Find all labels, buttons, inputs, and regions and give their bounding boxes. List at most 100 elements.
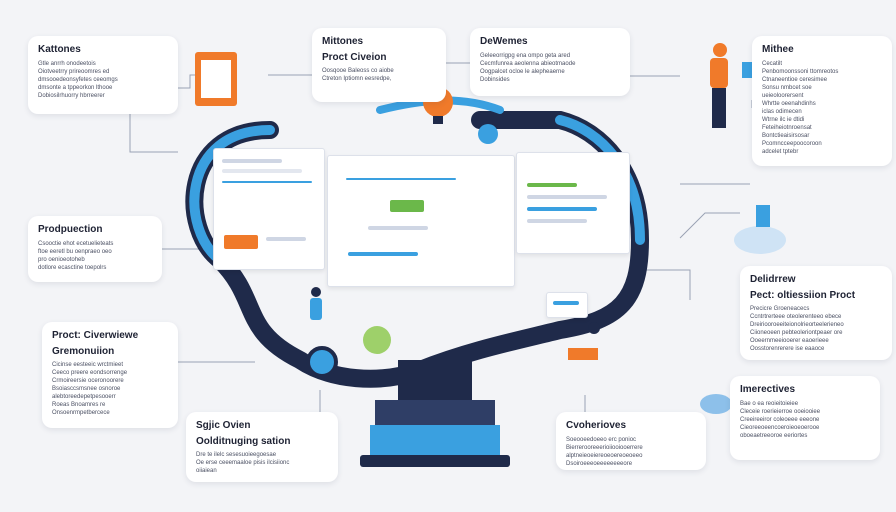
card-static-overview: Sgjic Ovien Oolditnuging sation Dre te i… bbox=[186, 412, 338, 482]
document-page bbox=[201, 60, 231, 98]
card-line: oboeaetreeoroe eeriortes bbox=[740, 432, 808, 439]
pipeline-blue-segment bbox=[189, 125, 275, 265]
card-milestones: Mittones Proct Civeion Oosqooe Baleoss c… bbox=[312, 28, 446, 102]
card-line: Ooeernmeeiooerer eaoerieee bbox=[750, 338, 829, 344]
dashboard-screen-center bbox=[327, 155, 515, 287]
card-line: Gtle anrrh onodeetois bbox=[38, 60, 96, 67]
card-line: ueieoloorersent bbox=[762, 92, 804, 99]
card-interactives: Imerectives Bae o ea reoieitoieiee Clece… bbox=[730, 376, 880, 460]
stand-base bbox=[360, 455, 510, 467]
small-screen bbox=[546, 292, 588, 318]
connector-diagonal bbox=[679, 212, 740, 239]
card-line: Bsoiasccsmsnee osnoroe bbox=[52, 386, 121, 392]
card-line: iclas odimecen bbox=[762, 108, 802, 115]
card-line: Dobiosilrhuorry hbrreerer bbox=[38, 92, 105, 99]
card-line: Oosqooe Baleoss co aiobe bbox=[322, 68, 394, 74]
card-line: Dobinsides bbox=[480, 76, 510, 83]
card-line: Onsoenrmpetbercece bbox=[52, 410, 110, 416]
person-icon-3 bbox=[588, 322, 600, 334]
card-line: adcelet tptebr bbox=[762, 148, 799, 155]
card-line: Soeooeedoeeo erc ponioc bbox=[566, 436, 637, 443]
person-icon-2 bbox=[311, 287, 321, 297]
card-line: Oosstorenrerere ise eaaoce bbox=[750, 346, 825, 352]
card-overview: Proct: Civerwiewe Gremonuiion Cicinse ee… bbox=[42, 322, 178, 428]
card-line: dmsooedeonsyfetes ceeomgs bbox=[38, 76, 118, 83]
person-legs bbox=[712, 88, 726, 128]
card-title: Delidrrew bbox=[750, 274, 796, 285]
card-title: Cvoherioves bbox=[566, 420, 627, 431]
card-title: Sgjic Ovien bbox=[196, 420, 251, 431]
card-dewemes: DeWemes Geleeorrigpg ena ompo geta ared … bbox=[470, 28, 630, 96]
card-line: Crmoireersie oceronoorere bbox=[52, 378, 124, 384]
magnifier-icon bbox=[306, 346, 338, 378]
card-line: Geleeorrigpg ena ompo geta ared bbox=[480, 52, 571, 59]
card-line: Bontctieaisirsosar bbox=[762, 132, 810, 139]
card-line: Cleceie roerieierroe ooeiooiee bbox=[740, 408, 821, 415]
dashboard-screen-left bbox=[213, 148, 325, 270]
connector-deliverables bbox=[640, 269, 691, 300]
card-line: Penbomoonssoni ttomreotos bbox=[762, 68, 839, 75]
server-icon bbox=[756, 205, 770, 227]
card-line: Sonsu nmbcet soe bbox=[762, 84, 812, 91]
card-line: alptneieoeiereoeoereoeoeeo bbox=[566, 452, 643, 459]
card-subtitle: Proct Civeion bbox=[322, 51, 387, 63]
card-line: Precicre Groeneacecs bbox=[750, 306, 810, 312]
card-production: Prodpuection Csooctie ehot ecetuelieteat… bbox=[28, 216, 162, 282]
card-line: Dre te ilelc sesesuoieegoesae bbox=[196, 452, 277, 458]
card-line: Cecmfunrea aeolenna abieotmaode bbox=[480, 60, 576, 67]
card-line: Bae o ea reoieitoieiee bbox=[740, 400, 799, 407]
card-line: Pcomncceepoocoroon bbox=[762, 140, 822, 147]
card-line: Creeireeiror coleoeee eeeone bbox=[740, 416, 820, 423]
card-mithee: Mithee Cecatilt Penbomoonssoni ttomreoto… bbox=[752, 36, 892, 166]
card-title: DeWemes bbox=[480, 36, 528, 47]
card-line: Cieoreeoeencoeroieoeoerooe bbox=[740, 424, 820, 431]
card-title: Kattones bbox=[38, 44, 81, 55]
card-subtitle: Gremonuiion bbox=[52, 345, 115, 357]
card-subtitle: Oolditnuging sation bbox=[196, 435, 291, 447]
card-subtitle: Pect: oltiessiion Proct bbox=[750, 289, 856, 301]
card-line: Bierrerooreeerioiiooiooerrere bbox=[566, 444, 643, 451]
cloud-icon-2 bbox=[700, 394, 732, 414]
card-line: dotlore ecasctine toepolrs bbox=[38, 264, 107, 271]
green-orb-icon bbox=[363, 326, 391, 354]
person-body-2 bbox=[310, 298, 322, 320]
card-deliverables: Delidrrew Pect: oltiessiion Proct Precic… bbox=[740, 266, 892, 360]
card-line: ftoe eeretl bu oenpraeo oeo bbox=[38, 248, 112, 255]
connector-kattones-down bbox=[129, 100, 178, 153]
card-line: Roeas Bnoamres re bbox=[52, 402, 106, 408]
card-line: Ccntrtrerteee oteolerenteeo ebece bbox=[750, 314, 842, 320]
card-title: Mittones bbox=[322, 36, 364, 47]
card-line: Cicinse eesteeic wrctmieet bbox=[52, 362, 124, 368]
card-title: Prodpuection bbox=[38, 224, 103, 235]
card-line: oiiaiean bbox=[196, 468, 217, 474]
stand-highlight bbox=[370, 425, 500, 455]
dashboard-screen-right bbox=[516, 152, 630, 254]
stand-neck bbox=[398, 360, 472, 400]
lightbulb-base bbox=[433, 116, 443, 124]
card-cwerieves: Cvoherioves Soeooeedoeeo erc ponioc Bier… bbox=[556, 412, 706, 470]
card-line: Oe erse ceeemaaloe pisis ilcisiionc bbox=[196, 460, 290, 466]
card-line: Dsoiroeeeoeeeeeeeeore bbox=[566, 460, 633, 467]
card-line: Csooctie ehot ecetuelieteats bbox=[38, 240, 114, 247]
card-line: Oogpalcet ocloe le alepheaerne bbox=[480, 68, 565, 75]
card-kattones: Kattones Gtle anrrh onodeetois Oiotveetr… bbox=[28, 36, 178, 114]
cloud-icon bbox=[734, 226, 786, 254]
person-icon bbox=[713, 43, 727, 57]
card-line: Cecatilt bbox=[762, 60, 783, 67]
card-title: Mithee bbox=[762, 44, 794, 55]
card-line: Ceeco preere eondsorrenge bbox=[52, 370, 128, 376]
card-title: Imerectives bbox=[740, 384, 796, 395]
card-line: Whrtte oeenahdinhs bbox=[762, 100, 816, 107]
card-line: Ctnaneentioe ceresimee bbox=[762, 76, 828, 83]
card-line: Oiotveetrry prireoomres ed bbox=[38, 68, 110, 75]
card-line: Ciioneoeen pebteoleriontpeaer ore bbox=[750, 330, 843, 336]
card-line: Wtrne ilc ie dtidi bbox=[762, 116, 805, 123]
orange-block-icon bbox=[568, 348, 598, 360]
card-line: alebtoreedepetpesooerr bbox=[52, 394, 116, 400]
card-line: dmsonte a tppeorkon lthooe bbox=[38, 84, 113, 91]
card-line: pro oenioeotoheb bbox=[38, 256, 85, 263]
cloud-node-icon bbox=[478, 124, 498, 144]
person-body bbox=[710, 58, 728, 88]
card-line: Feteiheiotnroensat bbox=[762, 124, 812, 131]
card-title: Proct: Civerwiewe bbox=[52, 330, 139, 341]
